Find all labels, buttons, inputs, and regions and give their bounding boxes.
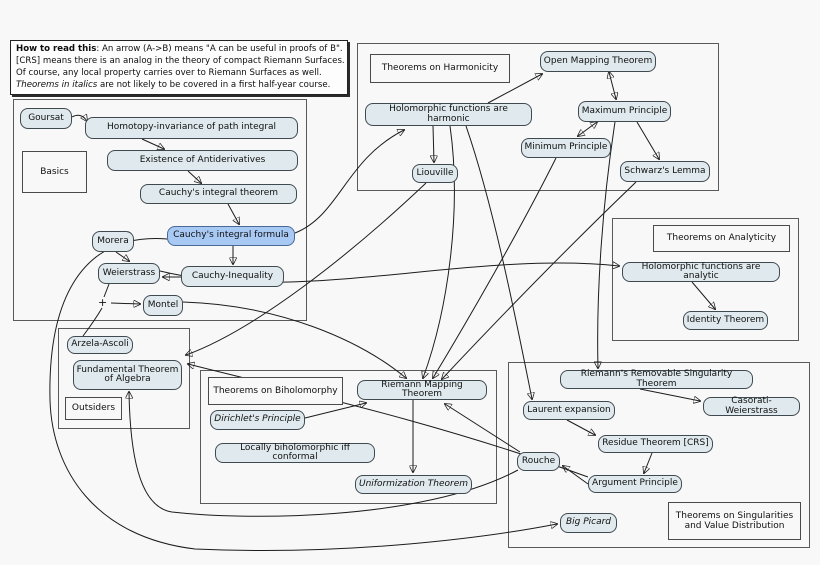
edge-existence-cit <box>187 170 201 183</box>
node-fundamental-theorem-algebra: Fundamental Theorem of Algebra <box>73 360 182 390</box>
section-harmonicity <box>357 43 719 191</box>
edge-maximum-minimum <box>578 122 597 136</box>
section-label-biholomorphy: Theorems on Biholomorphy <box>208 377 343 405</box>
edge-rouche-fta <box>129 392 519 517</box>
node-cauchy-integral-formula: Cauchy's integral formula <box>167 226 295 246</box>
node-maximum-principle: Maximum Principle <box>578 101 671 122</box>
edge-maximum-schwarz <box>636 121 659 159</box>
edge-harmonic-liouville <box>433 125 434 162</box>
node-cauchy-inequality: Cauchy-Inequality <box>181 266 284 287</box>
edge-maximum-removable <box>598 121 616 368</box>
node-goursat: Goursat <box>20 108 72 129</box>
node-holomorphic-analytic: Holomorphic functions are analytic <box>622 262 780 282</box>
node-identity-theorem: Identity Theorem <box>683 311 768 330</box>
node-locally-biholomorphic: Locally biholomorphic iff conformal <box>215 443 375 463</box>
legend-box: How to read this: An arrow (A->B) means … <box>10 40 348 96</box>
edge-homotopy-existence <box>141 138 164 149</box>
legend-line-3: Of course, any local property carries ov… <box>16 67 322 78</box>
legend-title: How to read this <box>16 44 97 54</box>
edge-openmapping-maximum <box>609 72 616 99</box>
node-holomorphic-harmonic: Holomorphic functions are harmonic <box>365 103 532 126</box>
node-laurent-expansion: Laurent expansion <box>523 401 615 420</box>
edge-laurent-residue <box>566 419 595 435</box>
node-minimum-principle: Minimum Principle <box>521 138 611 158</box>
edge-analytic-identity <box>691 281 715 309</box>
node-arzela-ascoli: Arzela-Ascoli <box>67 336 133 354</box>
section-label-analyticity: Theorems on Analyticity <box>653 225 790 252</box>
edge-cit-cif <box>227 203 239 224</box>
edge-rouche-rmt <box>445 404 521 453</box>
node-open-mapping-theorem: Open Mapping Theorem <box>540 51 656 72</box>
node-rouche: Rouche <box>517 452 560 471</box>
section-label-harmonicity: Theorems on Harmonicity <box>370 54 510 83</box>
section-analyticity <box>612 218 799 341</box>
node-argument-principle: Argument Principle <box>588 475 682 493</box>
node-riemann-removable-singularity: Riemann's Removable Singularity Theorem <box>560 369 753 389</box>
edge-cif-harmonic <box>294 130 404 234</box>
node-cauchy-integral-theorem: Cauchy's integral theorem <box>140 184 297 204</box>
edge-residue-argument <box>644 452 653 473</box>
edge-montel-rmt <box>182 301 406 378</box>
node-casorati-weierstrass: Casorati-Weierstrass <box>703 396 800 416</box>
node-residue-theorem: Residue Theorem [CRS] <box>598 435 713 453</box>
node-weierstrass: Weierstrass <box>98 263 160 284</box>
section-label-basics: Basics <box>22 151 87 193</box>
node-existence-antiderivatives: Existence of Antiderivatives <box>107 150 298 171</box>
edge-goursat-homotopy <box>71 115 87 121</box>
node-schwarz-lemma: Schwarz's Lemma <box>620 161 710 182</box>
edge-argument-rouche <box>563 466 589 485</box>
node-uniformization-theorem: Uniformization Theorem <box>355 475 472 494</box>
edge-dirichlet-rmt <box>304 403 366 419</box>
edge-removable-casorati <box>639 388 700 401</box>
section-singularities <box>508 362 810 548</box>
edge-liouville-fta <box>186 182 427 355</box>
node-montel: Montel <box>143 295 183 316</box>
edge-harmonic-openmapping <box>487 74 542 104</box>
edge-schwarz-rmt <box>442 181 637 379</box>
edge-morera-weierstrass <box>115 251 129 261</box>
section-basics <box>13 99 307 321</box>
edge-harmonic-laurent <box>465 125 532 399</box>
section-label-singularities: Theorems on Singularities and Value Dist… <box>668 502 801 540</box>
node-dirichlet-principle: Dirichlet's Principle <box>210 410 305 430</box>
edge-arzela-plus <box>82 307 103 337</box>
node-big-picard: Big Picard <box>560 513 617 533</box>
section-label-outsiders: Outsiders <box>65 397 122 420</box>
node-homotopy-invariance: Homotopy-invariance of path integral <box>85 117 298 139</box>
node-riemann-mapping-theorem: Riemann Mapping Theorem <box>357 380 487 400</box>
legend-line-2: [CRS] means there is an analog in the th… <box>16 55 345 66</box>
legend-line-1: How to read this: An arrow (A->B) means … <box>16 44 343 54</box>
section-outsiders <box>58 328 190 429</box>
edge-harmonic-rmt <box>423 125 455 378</box>
edge-minimum-rmt <box>433 157 557 378</box>
node-morera: Morera <box>92 231 134 252</box>
edge-cif-bigpicard <box>49 238 557 552</box>
edge-weierstrass-plus <box>103 283 110 298</box>
edge-plus-montel <box>110 303 140 304</box>
plus-operator: + <box>98 296 108 309</box>
legend-line-4: Theorems in italics are not likely to be… <box>16 79 331 90</box>
node-liouville: Liouville <box>412 164 458 183</box>
